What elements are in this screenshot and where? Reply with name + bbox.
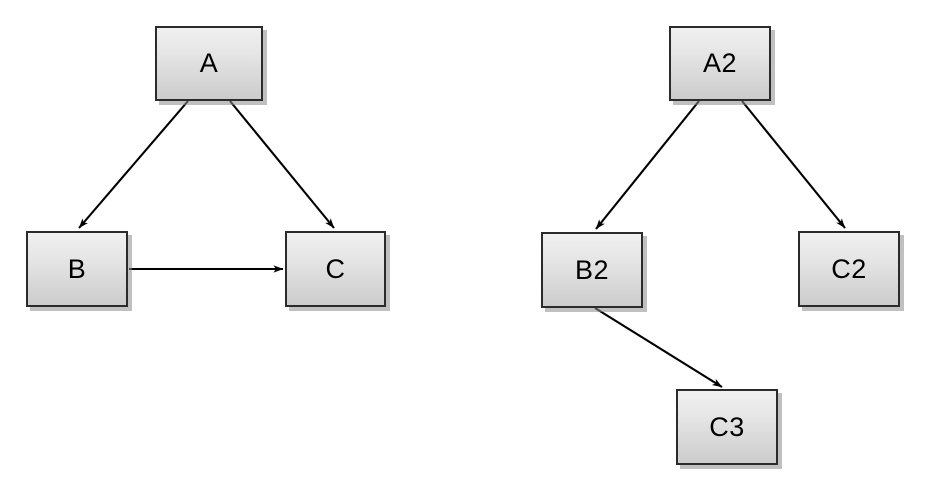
node-label: C3 bbox=[709, 411, 745, 442]
edge-group bbox=[78, 100, 846, 388]
node-b[interactable]: B bbox=[26, 231, 128, 307]
edge-a-to-c bbox=[229, 100, 335, 229]
edge-a-to-b bbox=[78, 100, 189, 229]
node-label: B2 bbox=[574, 254, 610, 285]
node-c3[interactable]: C3 bbox=[676, 389, 778, 465]
edge-a2-to-b2 bbox=[595, 100, 700, 230]
node-label: C2 bbox=[831, 253, 867, 284]
edge-b2-to-c3 bbox=[594, 307, 723, 388]
edge-a2-to-c2 bbox=[741, 100, 846, 229]
node-label: B bbox=[67, 253, 87, 284]
node-b2[interactable]: B2 bbox=[541, 232, 643, 308]
node-label: C bbox=[325, 253, 346, 284]
node-label: A2 bbox=[702, 48, 738, 78]
node-label: A bbox=[199, 48, 219, 78]
node-a2[interactable]: A2 bbox=[669, 26, 771, 101]
node-c2[interactable]: C2 bbox=[798, 231, 900, 307]
node-c[interactable]: C bbox=[285, 231, 386, 307]
node-a[interactable]: A bbox=[155, 26, 263, 101]
